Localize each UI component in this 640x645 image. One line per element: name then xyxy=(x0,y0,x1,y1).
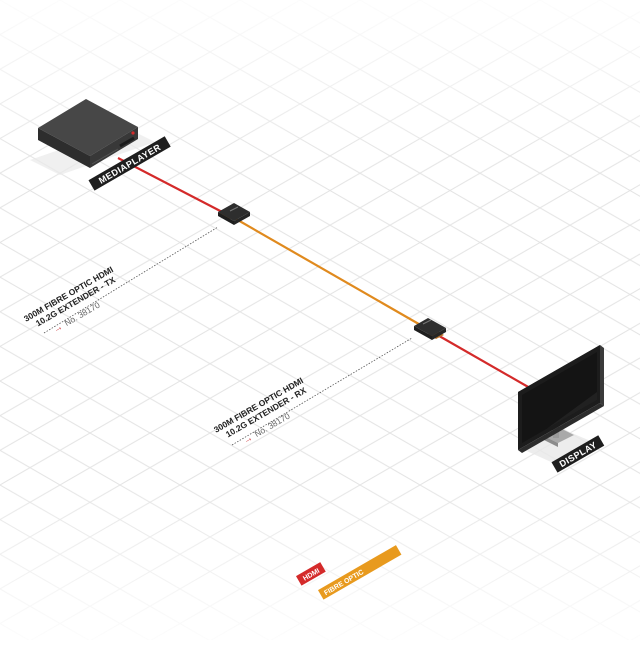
rx-leader-line xyxy=(231,337,413,446)
tx-leader-line xyxy=(43,226,219,334)
cables xyxy=(117,157,531,389)
extender-rx-icon xyxy=(414,318,446,340)
monitor-icon xyxy=(518,345,604,466)
hdmi-cable-display xyxy=(433,332,531,389)
hdmi-cable-source xyxy=(117,157,229,216)
extender-tx-icon xyxy=(218,203,250,225)
rx-arrow-icon: → xyxy=(241,432,254,445)
media-player-icon xyxy=(30,99,155,175)
fibre-optic-cable xyxy=(235,218,425,328)
tx-arrow-icon: → xyxy=(51,321,64,334)
